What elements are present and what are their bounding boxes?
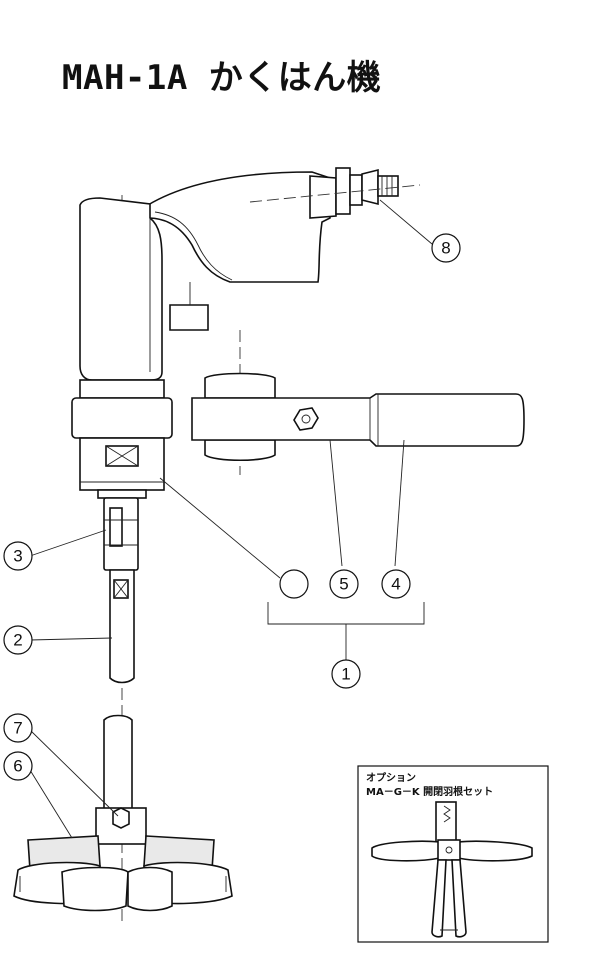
callout-label: 6 [13,757,22,776]
option-title: オプション [366,771,416,784]
air-fitting [249,167,421,219]
diagram-title: MAH-1A かくはん機 [62,58,382,98]
coupling [103,497,139,571]
shaft [109,569,135,684]
tool-body [71,171,331,499]
option-product: MA－G－K 開閉羽根セット [366,785,493,798]
callout-label: 7 [13,719,22,738]
callout-6: 6 [3,751,33,781]
callout-label: 8 [441,239,450,258]
callout-label: 4 [391,575,400,594]
impeller [13,807,233,912]
option-box: オプション MA－G－K 開閉羽根セット [357,765,549,943]
side-handle [191,330,525,475]
callout-label: 5 [339,575,348,594]
callout-5: 5 [329,569,359,599]
callout-1: 1 [331,659,361,689]
callout-8: 8 [431,233,461,263]
callout-4: 4 [381,569,411,599]
callout-blank [279,569,309,599]
leader-lines [29,199,433,839]
callout-label: 1 [341,665,350,684]
callout-2: 2 [3,625,33,655]
callout-7: 7 [3,713,33,743]
callout-label: 3 [13,547,22,566]
callout-label: 2 [13,631,22,650]
callout-3: 3 [3,541,33,571]
lower-shaft [103,714,133,813]
